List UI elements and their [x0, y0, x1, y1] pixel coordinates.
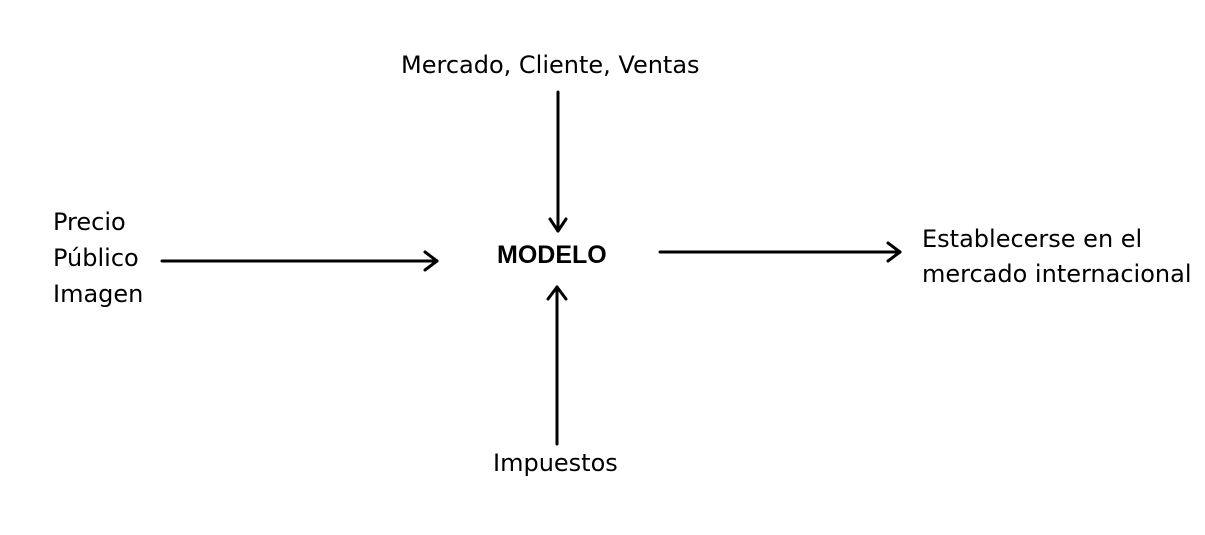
left-input-line: Precio	[53, 208, 126, 236]
right-output-label: Establecerse en el mercado internacional	[922, 222, 1191, 292]
right-arrow	[658, 241, 902, 263]
left-input-line: Imagen	[53, 280, 144, 308]
top-input-label: Mercado, Cliente, Ventas	[401, 51, 700, 79]
center-node-label: MODELO	[497, 241, 607, 269]
right-output-line: mercado internacional	[922, 260, 1192, 288]
left-arrow	[160, 250, 439, 272]
bottom-input-label: Impuestos	[493, 449, 618, 477]
bottom-arrow	[546, 285, 568, 446]
top-arrow	[548, 90, 568, 233]
right-output-line: Establecerse en el	[922, 225, 1143, 253]
left-input-line: Público	[53, 244, 139, 272]
left-input-label: Precio Público Imagen	[53, 204, 143, 312]
